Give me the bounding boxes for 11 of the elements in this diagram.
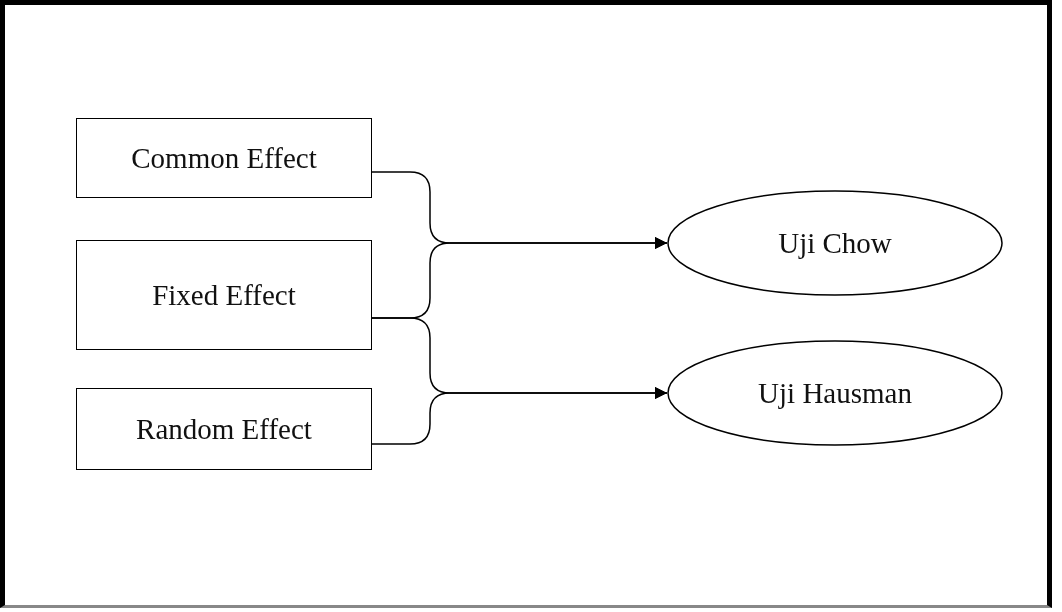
node-label: Random Effect: [136, 412, 312, 446]
model-box: [76, 388, 372, 470]
node-label: Fixed Effect: [152, 278, 296, 312]
node-label: Uji Hausman: [758, 376, 912, 410]
node-label: Common Effect: [131, 141, 317, 175]
model-box: [76, 240, 372, 350]
node-label: Uji Chow: [778, 226, 892, 260]
test-ellipse: [667, 190, 1003, 296]
test-ellipse: [667, 340, 1003, 446]
model-box: [76, 118, 372, 198]
connector-arrow: [371, 387, 668, 445]
